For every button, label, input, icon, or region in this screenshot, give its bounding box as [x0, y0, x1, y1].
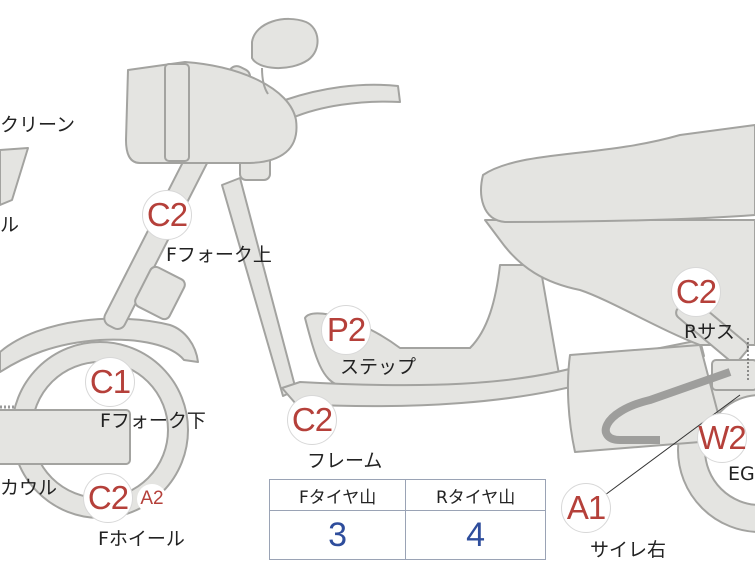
tire-value-rear: 4 — [405, 510, 546, 560]
part-label: Fフォーク下 — [100, 410, 206, 432]
headlight-cowl — [125, 61, 298, 164]
front-cowl-lower — [0, 409, 131, 465]
code-badge: C1 — [85, 357, 135, 407]
tire-header-front: Fタイヤ山 — [268, 479, 407, 511]
part-label: カウル — [0, 477, 58, 499]
mirror — [251, 17, 319, 70]
tire-tread-table: Fタイヤ山 Rタイヤ山 3 4 — [268, 479, 546, 560]
front-cowl-left — [0, 147, 29, 206]
code-badge: C2 — [142, 190, 192, 240]
code-badge: C2 — [83, 473, 133, 523]
tire-header-rear: Rタイヤ山 — [405, 479, 546, 511]
tire-value-front: 3 — [268, 510, 407, 560]
code-badge: A1 — [561, 483, 611, 533]
seat — [480, 124, 755, 223]
fork-collar — [134, 265, 186, 321]
code-badge: W2 — [697, 413, 747, 463]
code-badge-small: A2 — [137, 484, 167, 514]
part-label: クリーン — [0, 114, 76, 136]
mirror-stalk — [261, 67, 269, 95]
code-badge: C2 — [287, 395, 337, 445]
exhaust-hook — [601, 368, 732, 444]
frame-lower — [281, 339, 705, 408]
code-badge: P2 — [321, 305, 371, 355]
part-label: フレーム — [307, 450, 383, 472]
code-badge: C2 — [671, 267, 721, 317]
part-label: Fフォーク上 — [166, 244, 272, 266]
part-label: Fホイール — [98, 528, 185, 550]
part-label: サイレ右 — [590, 539, 667, 561]
front-fender — [0, 317, 199, 373]
part-label: EG — [728, 463, 755, 485]
part-label: ル — [0, 214, 20, 236]
handlebar — [284, 83, 401, 119]
part-label: ステップ — [340, 356, 417, 378]
frame-tube — [221, 177, 297, 397]
leader-line — [604, 394, 741, 496]
cowl-trim — [164, 63, 190, 162]
part-label: Rサス — [684, 321, 735, 343]
